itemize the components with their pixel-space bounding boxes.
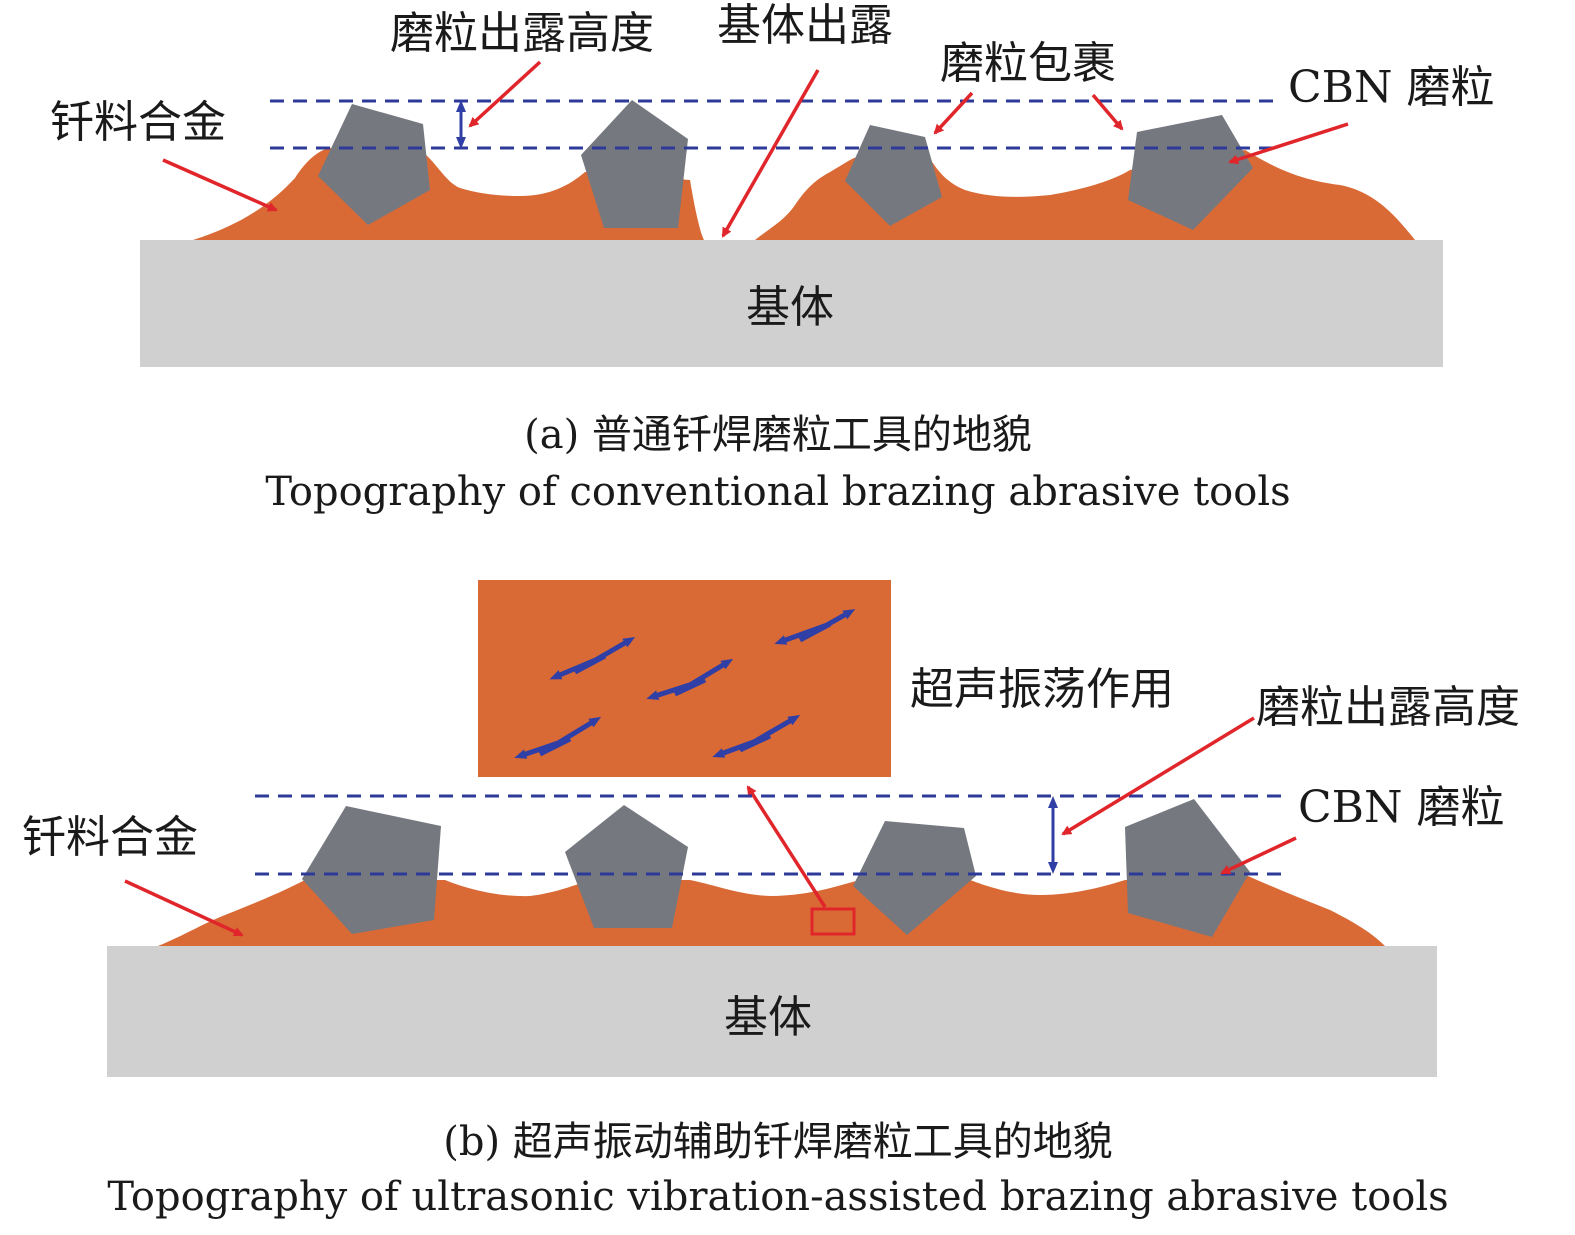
pointer-exposure-height-a — [468, 60, 542, 128]
caption-a-zh: (a) 普通钎焊磨粒工具的地貌 — [524, 412, 1032, 458]
vibration-arrow-2 — [549, 636, 636, 680]
vibration-arrow-5 — [712, 714, 801, 758]
panel-b: 基体 超声振荡作用 磨粒出露高度 CBN 磨粒 钎料合金 (b) 超声振动辅助钎… — [22, 580, 1520, 1220]
panel-a: 基体 磨粒出露高度 基体出露 磨粒包裹 CBN 磨粒 钎料合金 (a) 普通钎焊… — [50, 0, 1495, 515]
cbn-grain-a3 — [845, 125, 942, 226]
pointer-inset — [746, 785, 827, 908]
cbn-grain-b1 — [302, 806, 441, 934]
label-substrate-exposed: 基体出露 — [717, 0, 893, 51]
cbn-grain-a2 — [581, 100, 688, 228]
label-ultrasonic: 超声振荡作用 — [910, 664, 1174, 715]
pointer-alloy-b — [124, 879, 244, 937]
highlight-box — [810, 907, 856, 936]
cbn-grain-a1 — [318, 104, 430, 225]
pointer-cbn-grain-a — [1228, 122, 1349, 165]
cbn-grain-b4 — [1125, 799, 1250, 937]
cbn-grain-b2 — [565, 805, 688, 928]
label-grain-wrapped: 磨粒包裹 — [940, 38, 1116, 89]
vibration-arrow-4 — [514, 716, 602, 759]
label-exposure-height-a: 磨粒出露高度 — [390, 8, 654, 59]
pointer-substrate-exposed — [721, 69, 820, 238]
label-exposure-height-b: 磨粒出露高度 — [1256, 682, 1520, 733]
pointer-cbn-grain-b — [1220, 836, 1297, 875]
caption-b-zh: (b) 超声振动辅助钎焊磨粒工具的地貌 — [443, 1119, 1113, 1165]
substrate-label-a: 基体 — [746, 282, 834, 333]
alloy-layer-b — [158, 876, 1385, 946]
cbn-grain-b3 — [853, 821, 976, 935]
label-cbn-grain-a: CBN 磨粒 — [1288, 62, 1495, 113]
caption-b-en: Topography of ultrasonic vibration-assis… — [107, 1174, 1448, 1220]
substrate-a — [140, 240, 1443, 367]
label-alloy-b: 钎料合金 — [22, 812, 198, 863]
pointer-grain-wrapped-1 — [933, 91, 974, 135]
substrate-b — [107, 946, 1437, 1077]
pointer-grain-wrapped-2 — [1091, 93, 1124, 131]
pointer-alloy-a — [162, 158, 278, 212]
vibration-arrow-3 — [646, 658, 734, 700]
substrate-label-b: 基体 — [724, 992, 812, 1043]
label-alloy-a: 钎料合金 — [50, 97, 226, 148]
cbn-grain-a4 — [1128, 115, 1253, 230]
label-cbn-grain-b: CBN 磨粒 — [1298, 782, 1505, 833]
caption-a-en: Topography of conventional brazing abras… — [265, 469, 1290, 515]
vibration-arrow-1 — [774, 609, 856, 645]
pointer-exposure-height-b — [1061, 716, 1255, 836]
